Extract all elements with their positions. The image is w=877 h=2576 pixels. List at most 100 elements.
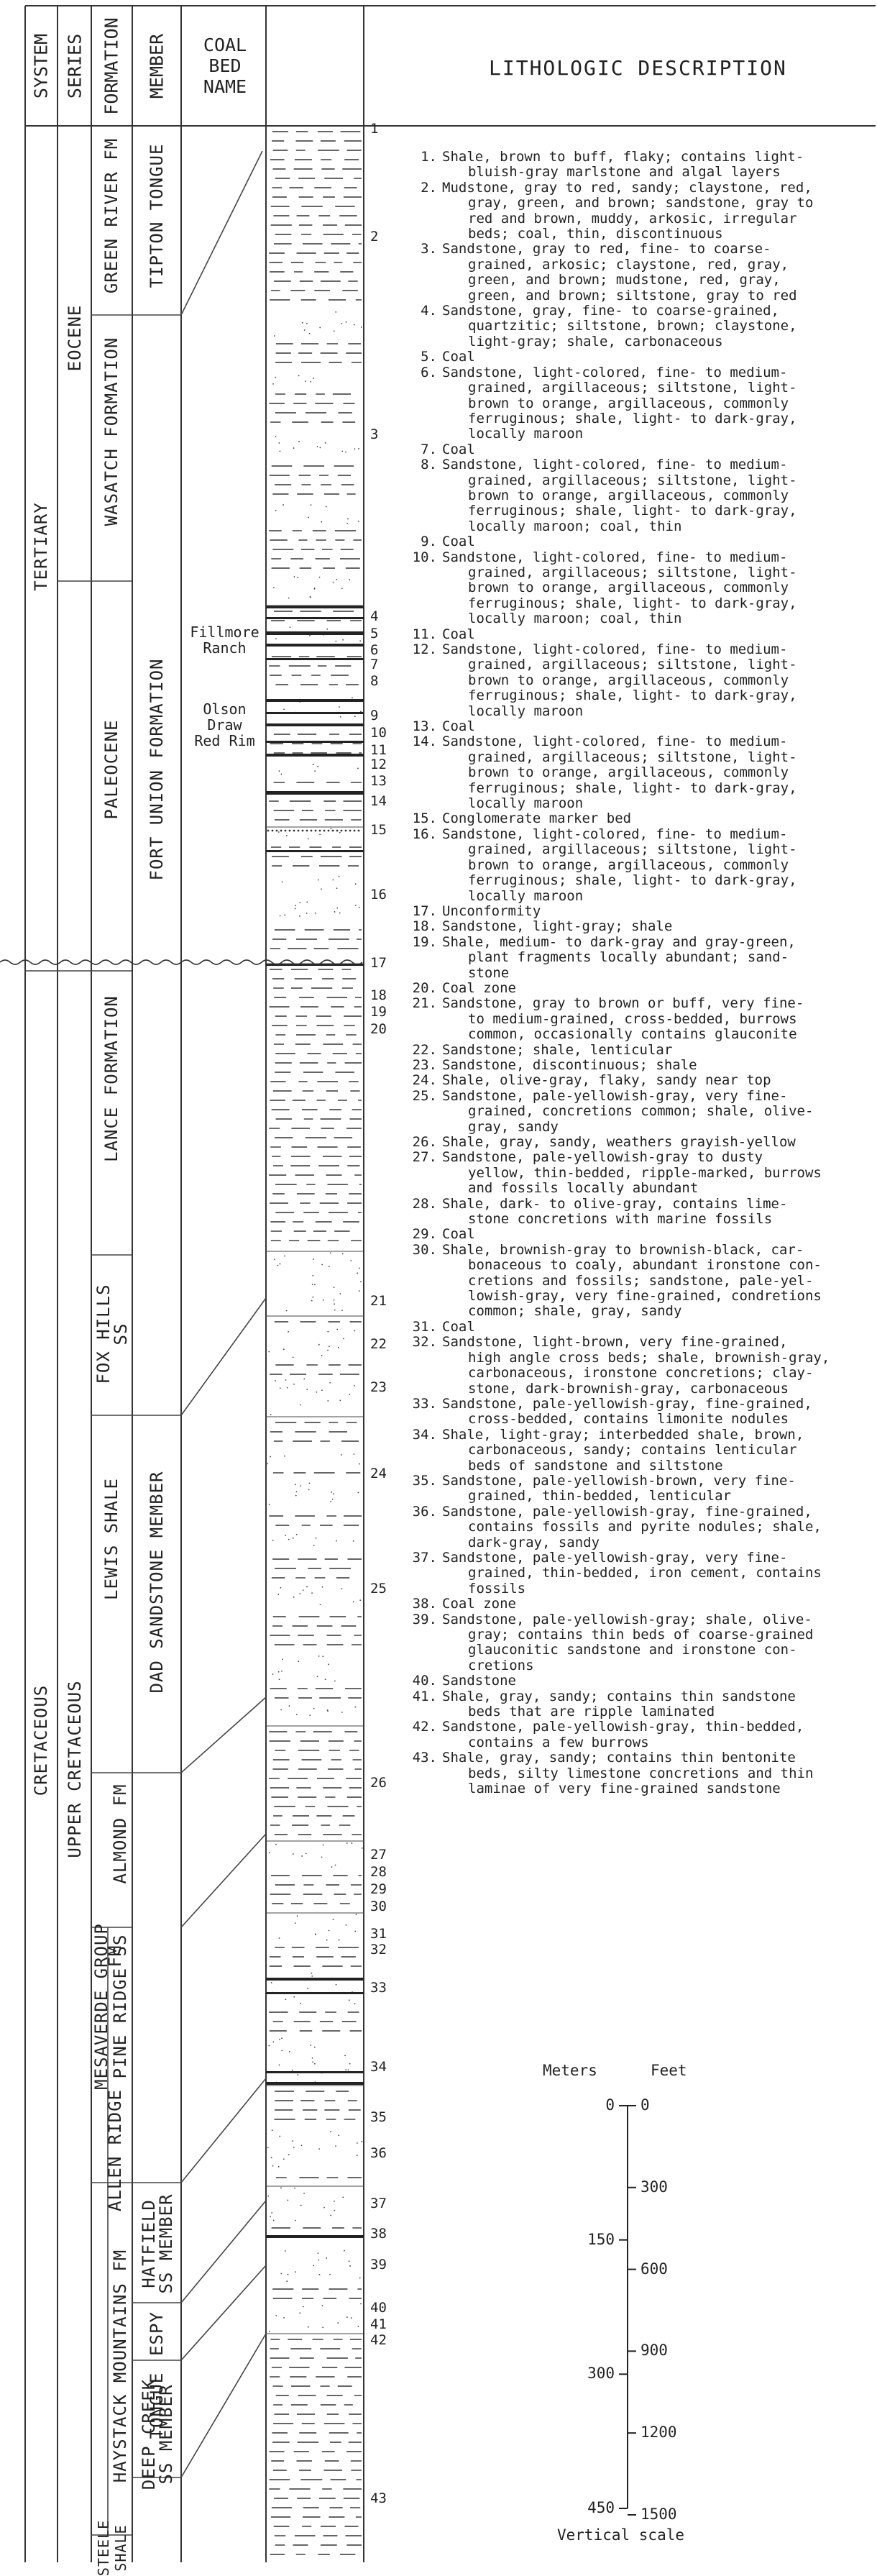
description-line: Sandstone, pale-yellowish-gray; shale, o… [442, 1611, 812, 1627]
sand-dot [346, 522, 348, 524]
unit-number: 34 [370, 2059, 387, 2075]
sand-dot [341, 323, 343, 324]
sand-dot [306, 1586, 308, 1588]
sand-dot [317, 879, 319, 881]
description-text: Coal [442, 1227, 875, 1243]
sand-dot [354, 716, 356, 718]
coal-bed [266, 631, 364, 635]
sand-dot [295, 2219, 296, 2221]
description-line: Coal [442, 718, 475, 735]
coal-bed [266, 741, 364, 743]
description-entry: 32.Sandstone, light-brown, very fine-gra… [411, 1334, 875, 1397]
conglomerate-dot [297, 829, 300, 832]
unit-number: 37 [370, 2196, 387, 2211]
description-text: Conglomerate marker bed [442, 811, 875, 827]
sand-dot [357, 1272, 359, 1274]
coal-bed [266, 712, 364, 714]
sand-dot [327, 1330, 329, 1333]
sand-dot [278, 770, 280, 772]
description-line: brown to orange, argillaceous, commonly [468, 857, 789, 873]
description-number: 4. [421, 303, 437, 319]
sand-dot [298, 441, 300, 442]
coal-bed [266, 1992, 364, 1994]
description-line: Shale, olive-gray, flaky, sandy near top [442, 1072, 771, 1089]
sand-dot [285, 1310, 288, 1312]
description-entry: 9.Coal [411, 534, 875, 549]
conglomerate-dot [331, 829, 334, 832]
description-text: Shale, gray, sandy; contains thin sandst… [442, 1689, 875, 1720]
sand-dot [289, 626, 291, 629]
description-line: Sandstone, gray to red, fine- to coarse- [442, 241, 771, 257]
coal-bed-olson: Olson [203, 700, 247, 718]
sand-dot [303, 329, 306, 331]
unit-number: 38 [370, 2226, 387, 2242]
description-number: 39. [412, 1611, 437, 1627]
sand-dot [346, 1842, 348, 1844]
sand-dot [327, 1349, 329, 1351]
sand-dot [359, 1599, 362, 1602]
description-text: Sandstone, pale-yellowish-gray, thin-bed… [442, 1719, 875, 1750]
description-line: brown to orange, argillaceous, commonly [468, 580, 789, 596]
description-text: Coal [442, 349, 875, 365]
description-line: Shale, dark- to olive-gray, contains lim… [442, 1195, 788, 1212]
sand-dot [275, 376, 277, 378]
coal-bed [266, 964, 364, 966]
sand-dot [294, 1484, 296, 1486]
conglomerate-dot [310, 829, 313, 832]
sand-dot [312, 764, 314, 765]
description-line: Sandstone, discontinuous; shale [442, 1056, 697, 1073]
sand-dot [336, 887, 338, 890]
sand-dot [341, 1310, 343, 1312]
description-line: quartzitic; siltstone, brown; claystone, [468, 318, 797, 334]
sand-dot [313, 1707, 315, 1709]
sand-dot [302, 1589, 304, 1591]
description-line: Sandstone, light-colored, fine- to mediu… [442, 364, 788, 380]
sand-dot [312, 1274, 314, 1276]
sand-dot [309, 634, 311, 636]
unit-number: 21 [370, 1293, 387, 1309]
sand-dot [296, 1915, 298, 1917]
coal-bed [266, 850, 364, 852]
sand-dot [339, 1399, 341, 1402]
sand-dot [277, 1264, 279, 1266]
scale-meter-label: 450 [587, 2499, 615, 2516]
sand-dot [344, 2055, 346, 2057]
sand-dot [295, 1714, 298, 1716]
sand-dot [333, 1299, 335, 1301]
sand-dot [354, 905, 357, 906]
sand-dot [336, 1540, 337, 1542]
sand-dot [314, 1284, 316, 1286]
coal-bed [266, 754, 364, 757]
sand-dot [275, 638, 277, 640]
sand-dot [326, 2257, 328, 2259]
scale-feet-label: 600 [640, 2260, 668, 2278]
description-line: to medium-grained, cross-bedded, burrows [468, 1010, 797, 1027]
description-entry: 15.Conglomerate marker bed [411, 811, 875, 827]
sand-dot [294, 908, 296, 910]
coal-bed [266, 644, 364, 647]
description-text: Sandstone, pale-yellowish-gray, fine-gra… [442, 1504, 875, 1550]
description-entry: 26.Shale, gray, sandy, weathers grayish-… [411, 1134, 875, 1150]
sand-dot [322, 1655, 324, 1658]
sand-dot [353, 1384, 355, 1387]
description-entry: 41.Shale, gray, sandy; contains thin san… [411, 1689, 875, 1720]
description-line: Sandstone, light-gray; shale [442, 918, 673, 935]
description-number: 12. [412, 641, 437, 657]
sand-dot [339, 912, 341, 914]
sand-dot [288, 1538, 290, 1540]
description-line: brown to orange, argillaceous, commonly [468, 672, 789, 688]
description-line: grained, arkosic; claystone, red, gray, [468, 256, 789, 273]
sand-dot [338, 2134, 340, 2137]
description-text: Coal [442, 626, 875, 642]
sand-dot [301, 321, 303, 324]
sand-dot [321, 1586, 323, 1588]
description-number: 33. [412, 1395, 437, 1412]
unit-number: 43 [370, 2490, 387, 2506]
sand-dot [325, 506, 327, 508]
description-line: beds, silty limestone concretions and th… [468, 1765, 814, 1781]
sand-dot [357, 1492, 359, 1494]
description-line: Sandstone, light-colored, fine- to mediu… [442, 826, 788, 842]
description-line: locally maroon [468, 887, 584, 904]
scale-feet-label: 1500 [640, 2505, 677, 2523]
